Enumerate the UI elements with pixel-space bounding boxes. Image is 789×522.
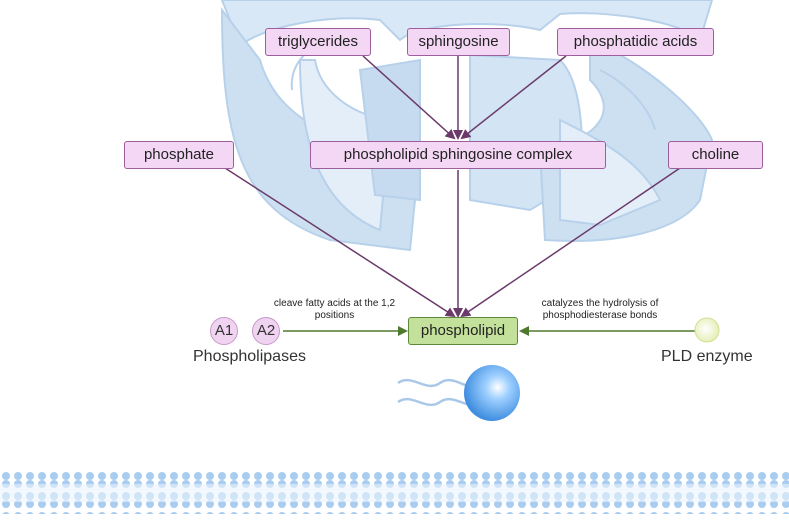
phospholipases-note: cleave fatty acids at the 1,2 positions	[273, 298, 396, 321]
membrane-core	[0, 484, 789, 502]
pld-enzyme-label: PLD enzyme	[661, 348, 753, 365]
node-sphingosine: sphingosine	[407, 28, 510, 56]
node-phosphatidic-acids: phosphatidic acids	[557, 28, 714, 56]
phospholipid-molecule-icon	[397, 365, 520, 421]
organelle-illustration	[220, 0, 714, 252]
arrows-to-complex	[362, 55, 567, 140]
pld-enzyme-icon	[694, 317, 720, 343]
pld-enzyme-note: catalyzes the hydrolysis of phosphodiest…	[541, 298, 659, 321]
node-phosphate: phosphate	[124, 141, 234, 169]
node-phospholipid: phospholipid	[408, 317, 518, 345]
phospholipase-a1-icon: A1	[210, 317, 238, 345]
phospholipase-a2-icon: A2	[252, 317, 280, 345]
node-choline: choline	[668, 141, 763, 169]
arrow-triglycerides-complex	[362, 55, 456, 140]
node-triglycerides: triglycerides	[265, 28, 371, 56]
arrows-to-phospholipid	[224, 167, 681, 318]
phospholipases-label: Phospholipases	[193, 348, 306, 365]
node-phospholipid-sphingosine-complex: phospholipid sphingosine complex	[310, 141, 606, 169]
arrow-choline-phospholipid	[460, 167, 681, 318]
arrow-phosphate-phospholipid	[224, 167, 456, 318]
arrow-phosphatidic-complex	[460, 55, 567, 140]
